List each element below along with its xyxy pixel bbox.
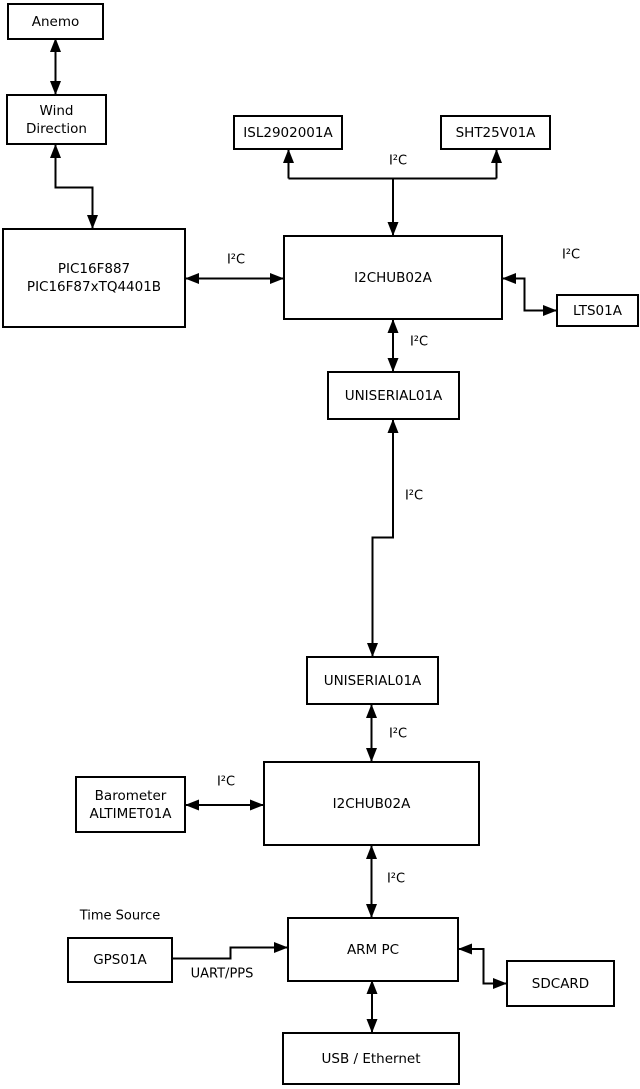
- node-wind-direction: Wind Direction: [6, 94, 107, 145]
- node-barometer-line2: ALTIMET01A: [89, 805, 172, 822]
- node-isl2902001a-label: ISL2902001A: [243, 124, 333, 141]
- node-usb-ethernet: USB / Ethernet: [282, 1032, 460, 1085]
- node-anemo: Anemo: [7, 3, 104, 40]
- node-anemo-label: Anemo: [31, 13, 80, 30]
- edge-winddirection-pic: [50, 144, 98, 229]
- node-gps01a: GPS01A: [67, 937, 173, 983]
- edge-label-i2c-uniserial-hub2: I²C: [387, 726, 409, 742]
- node-sdcard: SDCARD: [506, 960, 615, 1007]
- edge-hubtop-lts: [502, 273, 557, 316]
- node-pic16f887-line2: PIC16F87xTQ4401B: [26, 279, 162, 295]
- edge-armpc-sdcard: [458, 943, 507, 989]
- edge-uniserialtop-uniserialbottom: [367, 419, 399, 657]
- node-uniserial01a-top: UNISERIAL01A: [327, 371, 460, 420]
- node-gps01a-label: GPS01A: [93, 952, 147, 968]
- node-lts01a: LTS01A: [556, 294, 639, 327]
- node-lts01a-label: LTS01A: [573, 302, 622, 319]
- node-barometer-altimet01a: Barometer ALTIMET01A: [75, 776, 186, 833]
- node-uniserial01a-top-label: UNISERIAL01A: [344, 387, 443, 404]
- edge-label-i2c-lts: I²C: [560, 247, 582, 263]
- label-time-source: Time Source: [78, 908, 162, 924]
- edge-label-i2c-barometer: I²C: [215, 774, 237, 790]
- node-usb-ethernet-label: USB / Ethernet: [321, 1050, 421, 1067]
- node-arm-pc-label: ARM PC: [346, 941, 400, 958]
- edge-label-i2c-sensor-bus: I²C: [387, 153, 409, 169]
- node-i2chub02a-top: I2CHUB02A: [283, 235, 503, 320]
- node-barometer-line1: Barometer: [94, 787, 167, 804]
- node-i2chub02a-top-label: I2CHUB02A: [354, 269, 432, 286]
- edge-gps-armpc: [173, 942, 288, 960]
- node-uniserial01a-bottom-label: UNISERIAL01A: [323, 672, 422, 689]
- node-wind-direction-line1: Wind: [39, 102, 74, 119]
- node-pic16f887-line1: PIC16F887: [57, 261, 131, 277]
- edge-label-i2c-pic-hub: I²C: [225, 252, 247, 268]
- edge-label-i2c-hub2-armpc: I²C: [385, 871, 407, 887]
- node-isl2902001a: ISL2902001A: [233, 115, 343, 150]
- node-arm-pc: ARM PC: [287, 917, 459, 982]
- edge-label-uart-pps: UART/PPS: [189, 966, 255, 982]
- node-sht25v01a-label: SHT25V01A: [455, 124, 536, 141]
- node-uniserial01a-bottom: UNISERIAL01A: [306, 656, 439, 705]
- node-i2chub02a-bottom: I2CHUB02A: [263, 761, 480, 846]
- edge-label-i2c-hub-uniserial: I²C: [408, 334, 430, 350]
- node-sht25v01a: SHT25V01A: [440, 115, 551, 150]
- edge-label-i2c-long-link: I²C: [403, 488, 425, 504]
- node-i2chub02a-bottom-label: I2CHUB02A: [332, 795, 411, 812]
- node-wind-direction-line2: Direction: [26, 120, 87, 137]
- node-sdcard-label: SDCARD: [531, 975, 590, 992]
- node-pic16f887: PIC16F887 PIC16F87xTQ4401B: [2, 228, 186, 328]
